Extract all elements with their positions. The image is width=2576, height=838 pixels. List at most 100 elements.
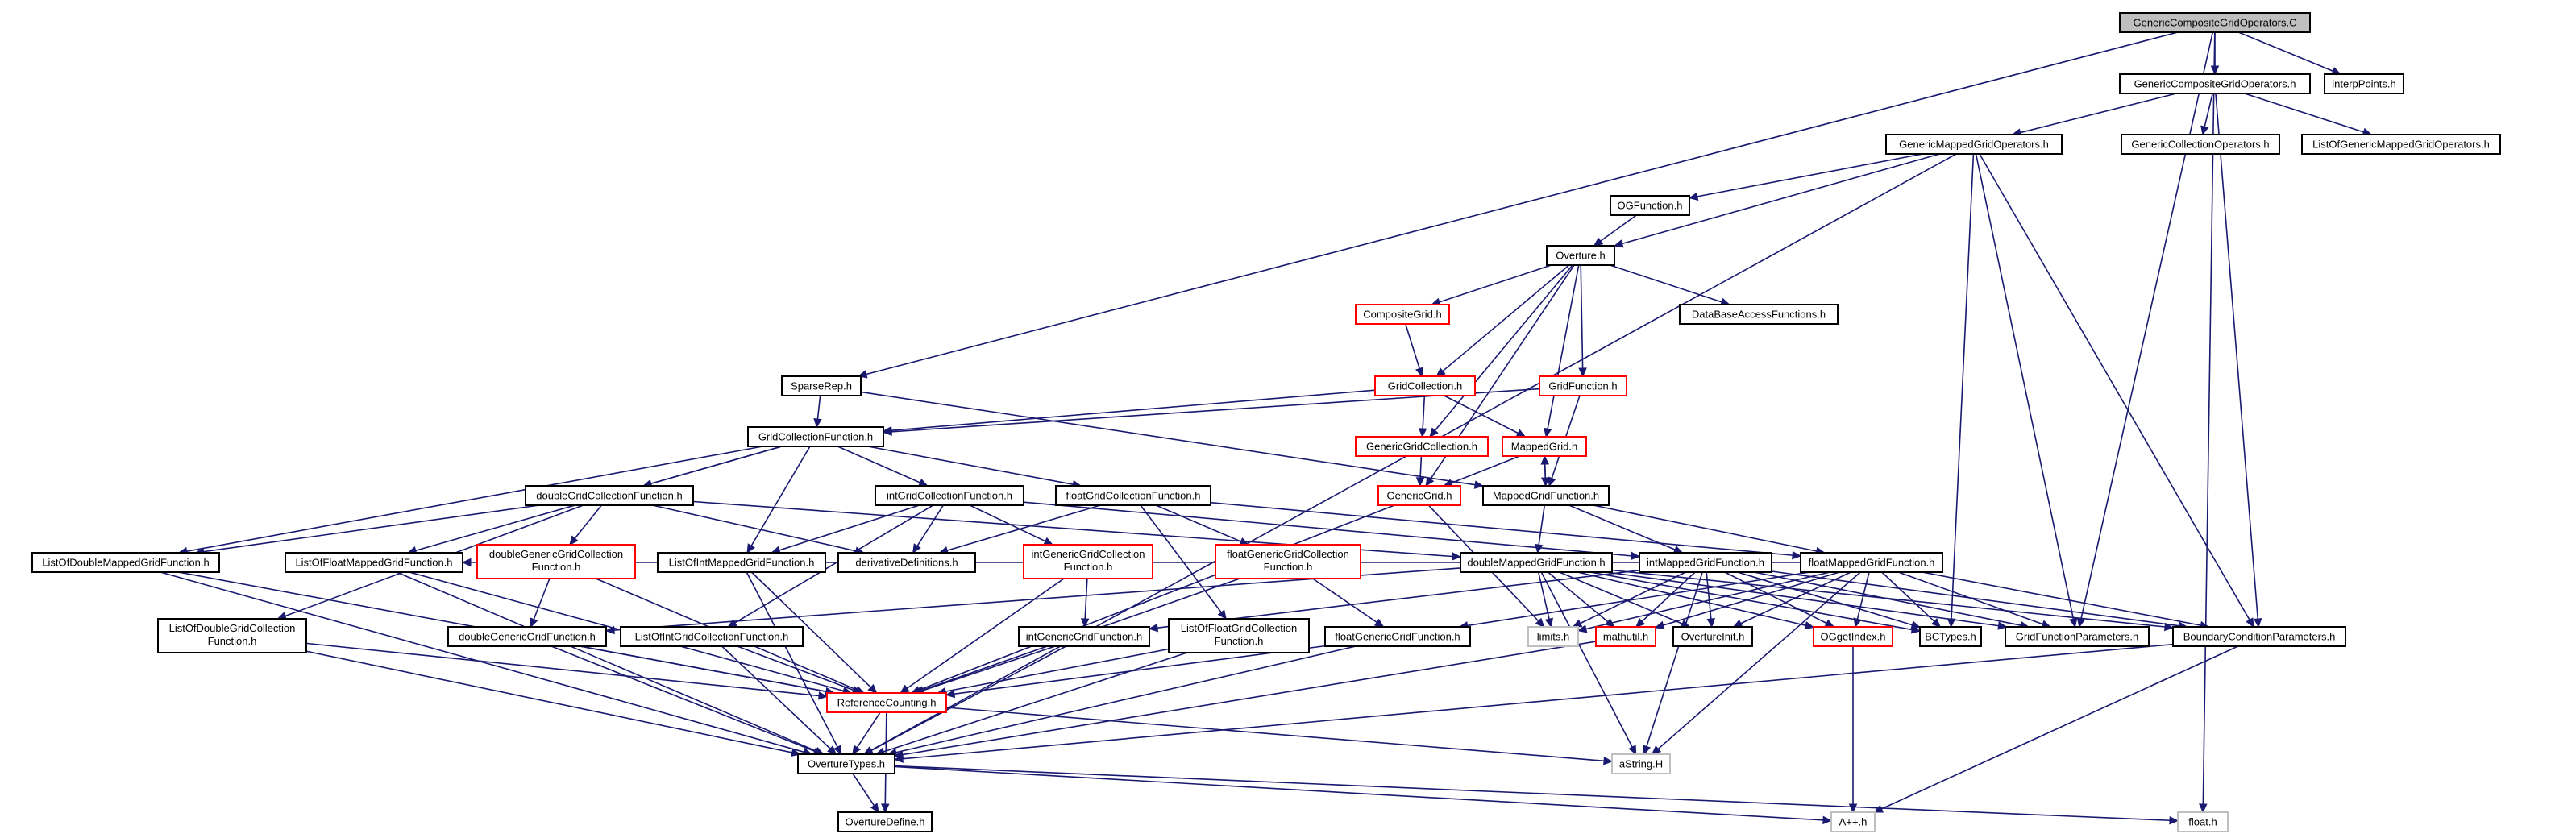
node-box[interactable] [31,552,220,573]
node-box[interactable] [837,811,933,832]
node-box[interactable] [2301,134,2501,155]
node-box[interactable] [620,626,804,647]
node-box[interactable] [781,375,862,396]
node-box[interactable] [1460,552,1613,573]
node-box[interactable] [1813,626,1893,647]
node-box[interactable] [1679,304,1839,325]
node-box[interactable] [657,552,826,573]
node-astring[interactable]: aString.H [1611,753,1671,774]
node-fgcf[interactable]: floatGridCollectionFunction.h [1055,485,1211,506]
node-box[interactable] [1639,552,1772,573]
node-box[interactable] [1539,375,1627,396]
node-mgf[interactable]: MappedGridFunction.h [1482,485,1610,506]
node-gcgo_h[interactable]: GenericCompositeGridOperators.h [2119,73,2311,94]
node-box[interactable] [2177,811,2229,832]
node-gridcoll[interactable]: GridCollection.h [1374,375,1476,396]
node-box[interactable] [1482,485,1610,506]
node-box[interactable] [1324,626,1471,647]
node-interp[interactable]: interpPoints.h [2324,73,2404,94]
node-lodmgf[interactable]: ListOfDoubleMappedGridFunction.h [31,552,220,573]
node-bcp[interactable]: BoundaryConditionParameters.h [2172,626,2346,647]
node-box[interactable] [1377,485,1461,506]
node-box[interactable] [1023,544,1153,579]
node-logmgo[interactable]: ListOfGenericMappedGridOperators.h [2301,134,2501,155]
node-ogfunc[interactable]: OGFunction.h [1610,195,1690,216]
node-overtureinit[interactable]: OvertureInit.h [1672,626,1753,647]
node-imgf[interactable]: intMappedGridFunction.h [1639,552,1772,573]
node-box[interactable] [797,753,895,774]
node-box[interactable] [1055,485,1211,506]
node-box[interactable] [157,618,307,653]
node-box[interactable] [1168,618,1310,653]
node-lofmgf[interactable]: ListOfFloatMappedGridFunction.h [285,552,463,573]
node-sparserep[interactable]: SparseRep.h [781,375,862,396]
node-dmgf[interactable]: doubleMappedGridFunction.h [1460,552,1613,573]
node-overturetypes[interactable]: OvertureTypes.h [797,753,895,774]
node-box[interactable] [1355,304,1450,325]
node-limits[interactable]: limits.h [1527,626,1579,647]
node-box[interactable] [2121,134,2280,155]
node-fggf[interactable]: floatGenericGridFunction.h [1324,626,1471,647]
node-mathutil[interactable]: mathutil.h [1595,626,1656,647]
node-gcf[interactable]: GridCollectionFunction.h [747,426,884,447]
node-loigcf[interactable]: ListOfIntGridCollectionFunction.h [620,626,804,647]
node-box[interactable] [1018,626,1150,647]
node-dgcf[interactable]: doubleGridCollectionFunction.h [525,485,694,506]
node-refcount[interactable]: ReferenceCounting.h [826,692,947,713]
node-box[interactable] [1595,626,1656,647]
node-gmgo[interactable]: GenericMappedGridOperators.h [1885,134,2063,155]
node-box[interactable] [1502,436,1587,457]
node-gfp[interactable]: GridFunctionParameters.h [2005,626,2150,647]
node-loimgf[interactable]: ListOfIntMappedGridFunction.h [657,552,826,573]
node-app[interactable]: A++.h [1830,811,1876,832]
node-box[interactable] [447,626,607,647]
node-compgrid[interactable]: CompositeGrid.h [1355,304,1450,325]
node-box[interactable] [837,552,976,573]
node-box[interactable] [1527,626,1579,647]
node-mappedgrid[interactable]: MappedGrid.h [1502,436,1587,457]
node-box[interactable] [1374,375,1476,396]
node-box[interactable] [285,552,463,573]
node-box[interactable] [1830,811,1876,832]
node-box[interactable] [2005,626,2150,647]
node-box[interactable] [1672,626,1753,647]
node-box[interactable] [1215,544,1361,579]
node-igcf[interactable]: intGridCollectionFunction.h [875,485,1024,506]
node-box[interactable] [875,485,1024,506]
node-box[interactable] [2119,12,2311,33]
node-box[interactable] [747,426,884,447]
node-floath[interactable]: float.h [2177,811,2229,832]
node-fmgf[interactable]: floatMappedGridFunction.h [1800,552,1943,573]
node-box[interactable] [826,692,947,713]
node-box[interactable] [1885,134,2063,155]
node-box[interactable] [2172,626,2346,647]
node-overturedefine[interactable]: OvertureDefine.h [837,811,933,832]
node-gco[interactable]: GenericCollectionOperators.h [2121,134,2280,155]
node-ogetindex[interactable]: OGgetIndex.h [1813,626,1893,647]
node-derivdef[interactable]: derivativeDefinitions.h [837,552,976,573]
node-iggf[interactable]: intGenericGridFunction.h [1018,626,1150,647]
node-box[interactable] [476,544,636,579]
node-box[interactable] [2119,73,2311,94]
node-dggf[interactable]: doubleGenericGridFunction.h [447,626,607,647]
node-ggc[interactable]: GenericGridCollection.h [1355,436,1489,457]
node-box[interactable] [1355,436,1489,457]
node-gridfunc[interactable]: GridFunction.h [1539,375,1627,396]
node-root[interactable]: GenericCompositeGridOperators.C [2119,12,2311,33]
node-box[interactable] [1546,245,1615,266]
node-box[interactable] [1919,626,1982,647]
node-overture[interactable]: Overture.h [1546,245,1615,266]
node-box[interactable] [1611,753,1671,774]
node-genericgrid[interactable]: GenericGrid.h [1377,485,1461,506]
node-dbaf[interactable]: DataBaseAccessFunctions.h [1679,304,1839,325]
node-box[interactable] [1610,195,1690,216]
node-box[interactable] [525,485,694,506]
node-box[interactable] [2324,73,2404,94]
node-box[interactable] [1800,552,1943,573]
node-bctypes[interactable]: BCTypes.h [1919,626,1982,647]
